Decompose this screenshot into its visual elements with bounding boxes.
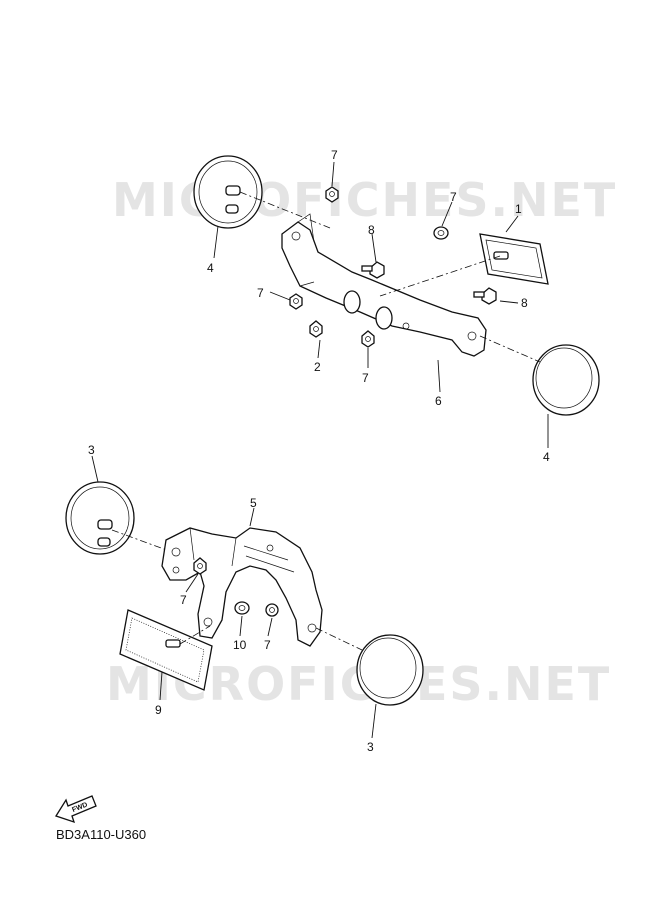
callout-4-a: 4	[207, 261, 214, 275]
callout-6: 6	[435, 394, 442, 408]
callout-8-a: 8	[368, 223, 375, 237]
callout-3-a: 3	[88, 443, 95, 457]
callout-1: 1	[515, 202, 522, 216]
guide-line	[379, 255, 501, 297]
callout-9: 9	[155, 703, 162, 717]
guide-line	[315, 627, 363, 651]
callout-7-b: 7	[450, 190, 457, 204]
bracket-5[interactable]	[161, 527, 323, 647]
callout-7-f: 7	[264, 638, 271, 652]
diagram-code: BD3A110-U360	[56, 827, 147, 842]
bolt-8-left[interactable]	[361, 261, 385, 279]
callout-7-d: 7	[362, 371, 369, 385]
bolt-8-right[interactable]	[473, 287, 497, 305]
washer-10[interactable]	[234, 601, 250, 615]
callout-7-c: 7	[257, 286, 264, 300]
callout-4-b: 4	[543, 450, 550, 464]
callout-2: 2	[314, 360, 321, 374]
nut-7-left[interactable]	[289, 293, 303, 310]
reflector-round-3-left[interactable]	[65, 481, 135, 555]
callout-10: 10	[233, 638, 247, 652]
callout-5: 5	[250, 496, 257, 510]
callout-7-e: 7	[180, 593, 187, 607]
callout-7-a: 7	[331, 148, 338, 162]
callout-3-b: 3	[367, 740, 374, 754]
reflector-round-3-right[interactable]	[356, 634, 424, 706]
nut-7-bottom[interactable]	[361, 330, 375, 348]
callout-8-b: 8	[521, 296, 528, 310]
nut-7-bracket-left[interactable]	[193, 557, 207, 575]
guide-line	[111, 529, 173, 553]
fwd-arrow-icon: FWD	[55, 795, 97, 824]
nut-2[interactable]	[309, 320, 323, 338]
guide-line	[179, 625, 211, 645]
guide-line	[479, 335, 541, 363]
watermark-top: MICROFICHES.NET	[112, 173, 617, 227]
nut-7-top[interactable]	[325, 186, 339, 203]
nut-7-bracket-right[interactable]	[265, 603, 279, 617]
reflector-round-4-top[interactable]	[193, 155, 263, 229]
washer-7-top-right[interactable]	[433, 226, 449, 240]
guide-line	[239, 191, 331, 229]
reflector-rect-9[interactable]	[119, 609, 213, 691]
bracket-6[interactable]	[281, 213, 487, 357]
reflector-round-4-right[interactable]	[532, 344, 600, 416]
